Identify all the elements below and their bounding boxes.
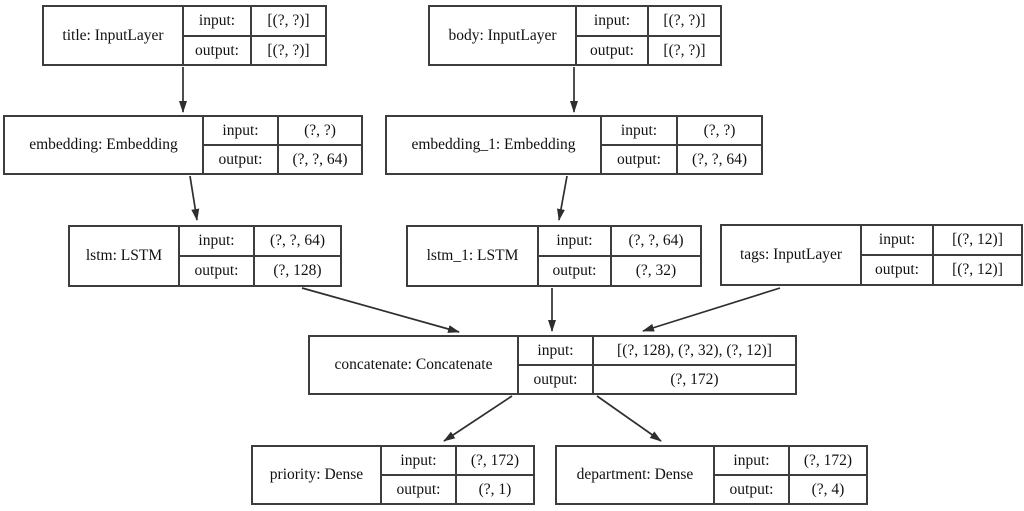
node-title-name: title: InputLayer (44, 7, 184, 64)
output-label: output: (382, 476, 457, 503)
input-label: input: (204, 117, 279, 144)
node-lstm: lstm: LSTM input: (?, ?, 64) output: (?,… (68, 225, 342, 287)
node-tags-inputlayer: tags: InputLayer input: [(?, 12)] output… (720, 224, 1023, 286)
output-shape: [(?, ?)] (663, 41, 706, 59)
output-label: output: (577, 36, 649, 64)
input-shape: [(?, ?)] (663, 12, 706, 29)
output-shape: (?, 128) (273, 262, 322, 280)
output-label: output: (862, 256, 934, 284)
input-shape: (?, ?) (703, 121, 736, 139)
output-shape: [(?, 12)] (952, 261, 1003, 279)
edge-lstm-concatenate (301, 287, 460, 333)
input-label: input: (715, 447, 790, 474)
input-shape: (?, 172) (470, 451, 520, 469)
node-embedding-name: embedding: Embedding (5, 117, 204, 173)
edge-concatenate-department (596, 395, 662, 442)
output-label: output: (204, 146, 279, 173)
node-lstm-1-name: lstm_1: LSTM (408, 227, 539, 285)
input-label: input: (602, 117, 678, 144)
output-shape: (?, 4) (811, 480, 845, 498)
input-label: input: (180, 227, 255, 255)
node-body-inputlayer: body: InputLayer input: [(?, ?)] output:… (428, 5, 722, 66)
edge-tags-concatenate (642, 287, 781, 332)
node-priority-dense: priority: Dense input: (?, 172) output: … (251, 445, 535, 505)
edge-embedding-lstm (189, 175, 200, 221)
output-shape: (?, ?, 64) (292, 150, 348, 168)
output-label: output: (519, 366, 594, 393)
input-label: input: (382, 447, 457, 474)
input-shape: (?, ?, 64) (628, 232, 684, 250)
output-label: output: (180, 257, 255, 285)
output-shape: [(?, ?)] (267, 41, 310, 59)
output-label: output: (184, 36, 252, 64)
node-department-dense: department: Dense input: (?, 172) output… (555, 445, 868, 505)
node-department-name: department: Dense (557, 447, 715, 503)
input-shape: (?, 172) (803, 451, 853, 469)
node-priority-name: priority: Dense (253, 447, 382, 503)
node-body-name: body: InputLayer (430, 7, 577, 64)
node-tags-name: tags: InputLayer (722, 226, 862, 284)
node-concatenate: concatenate: Concatenate input: [(?, 128… (308, 335, 797, 395)
node-concatenate-name: concatenate: Concatenate (310, 337, 519, 393)
input-shape: [(?, 12)] (952, 231, 1003, 249)
node-lstm-name: lstm: LSTM (70, 227, 180, 285)
input-shape: [(?, ?)] (267, 12, 310, 29)
input-label: input: (862, 226, 934, 254)
output-label: output: (715, 476, 790, 503)
input-shape: (?, ?, 64) (269, 232, 326, 250)
output-shape: (?, 172) (670, 370, 719, 388)
node-title-inputlayer: title: InputLayer input: [(?, ?)] output… (42, 5, 327, 66)
node-embedding-1-name: embedding_1: Embedding (387, 117, 602, 173)
node-embedding-1: embedding_1: Embedding input: (?, ?) out… (385, 115, 763, 175)
edge-embedding_1-lstm_1 (557, 175, 568, 221)
input-label: input: (519, 337, 594, 364)
output-label: output: (539, 257, 612, 285)
input-shape: (?, ?) (304, 121, 336, 139)
output-shape: (?, 1) (478, 480, 512, 498)
input-label: input: (184, 7, 252, 35)
output-shape: (?, 32) (635, 262, 677, 280)
input-shape: [(?, 128), (?, 32), (?, 12)] (617, 341, 772, 359)
edge-concatenate-priority (443, 395, 513, 442)
input-label: input: (577, 7, 649, 35)
output-label: output: (602, 146, 678, 173)
node-embedding: embedding: Embedding input: (?, ?) outpu… (3, 115, 363, 175)
node-lstm-1: lstm_1: LSTM input: (?, ?, 64) output: (… (406, 225, 702, 287)
input-label: input: (539, 227, 612, 255)
output-shape: (?, ?, 64) (691, 150, 748, 168)
